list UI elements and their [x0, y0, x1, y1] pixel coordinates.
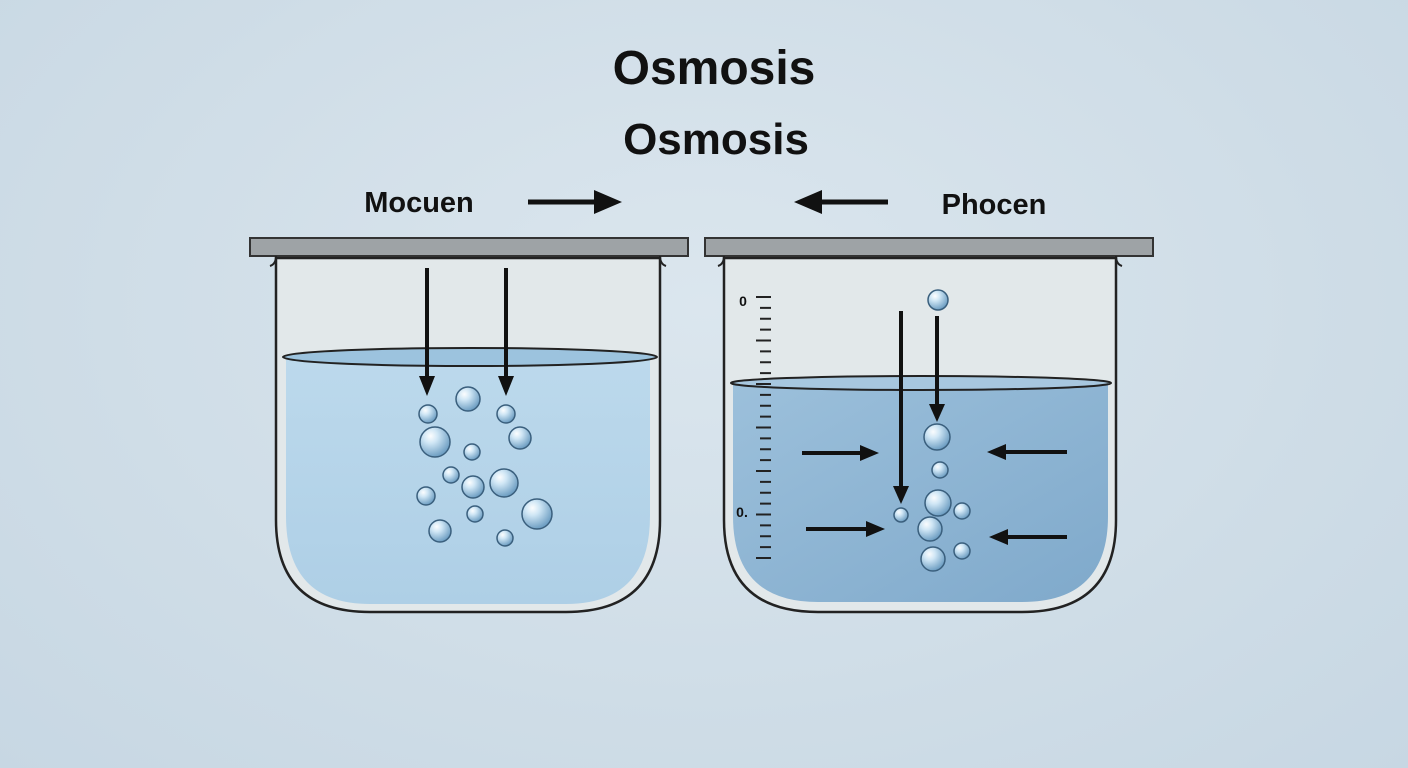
water-molecule-icon [463, 443, 481, 461]
left-water-surface [282, 347, 658, 367]
measurement-scale [756, 296, 771, 559]
inward-arrow-left-icon [989, 529, 1067, 545]
water-molecule-icon [924, 489, 952, 517]
left-beaker [249, 237, 689, 614]
right-down-arrow-icon [929, 316, 945, 422]
right-down-arrow-icon [893, 311, 909, 504]
water-molecule-icon [508, 426, 532, 450]
water-molecule-icon [931, 461, 949, 479]
left-molecules [416, 386, 553, 547]
water-molecule-icon [953, 542, 971, 560]
water-molecule-icon [455, 386, 481, 412]
header-arrow-right-icon [528, 190, 622, 214]
scale-label-bottom: 0. [736, 504, 748, 520]
water-molecule-icon [428, 519, 452, 543]
inward-arrow-right-icon [802, 445, 879, 461]
left-down-arrow-icon [498, 268, 514, 396]
water-molecule-icon [920, 546, 946, 572]
water-molecule-icon [917, 516, 943, 542]
water-molecule-icon [416, 486, 436, 506]
scale-label-top: 0 [739, 293, 747, 309]
water-molecule-icon [953, 502, 971, 520]
water-molecule-icon [442, 466, 460, 484]
inward-arrow-right-icon [806, 521, 885, 537]
left-down-arrow-icon [419, 268, 435, 396]
header-arrow-left-icon [794, 190, 888, 214]
right-water [733, 384, 1108, 602]
right-molecules [893, 289, 971, 572]
water-molecule-icon [923, 423, 951, 451]
water-molecule-icon [419, 426, 451, 458]
title-primary: Osmosis [613, 42, 816, 95]
inward-arrow-left-icon [987, 444, 1067, 460]
water-molecule-icon [927, 289, 949, 311]
water-molecule-icon [496, 529, 514, 547]
water-molecule-icon [466, 505, 484, 523]
left-beaker-rim [249, 237, 689, 257]
right-label: Phocen [942, 189, 1047, 221]
water-molecule-icon [461, 475, 485, 499]
right-water-surface [730, 375, 1112, 391]
right-beaker: 0 0. [704, 237, 1154, 614]
water-molecule-icon [496, 404, 516, 424]
water-molecule-icon [521, 498, 553, 530]
water-molecule-icon [489, 468, 519, 498]
water-molecule-icon [418, 404, 438, 424]
right-beaker-rim [704, 237, 1154, 257]
title-secondary: Osmosis [623, 115, 809, 164]
water-molecule-icon [893, 507, 909, 523]
left-label: Mocuen [364, 187, 474, 219]
